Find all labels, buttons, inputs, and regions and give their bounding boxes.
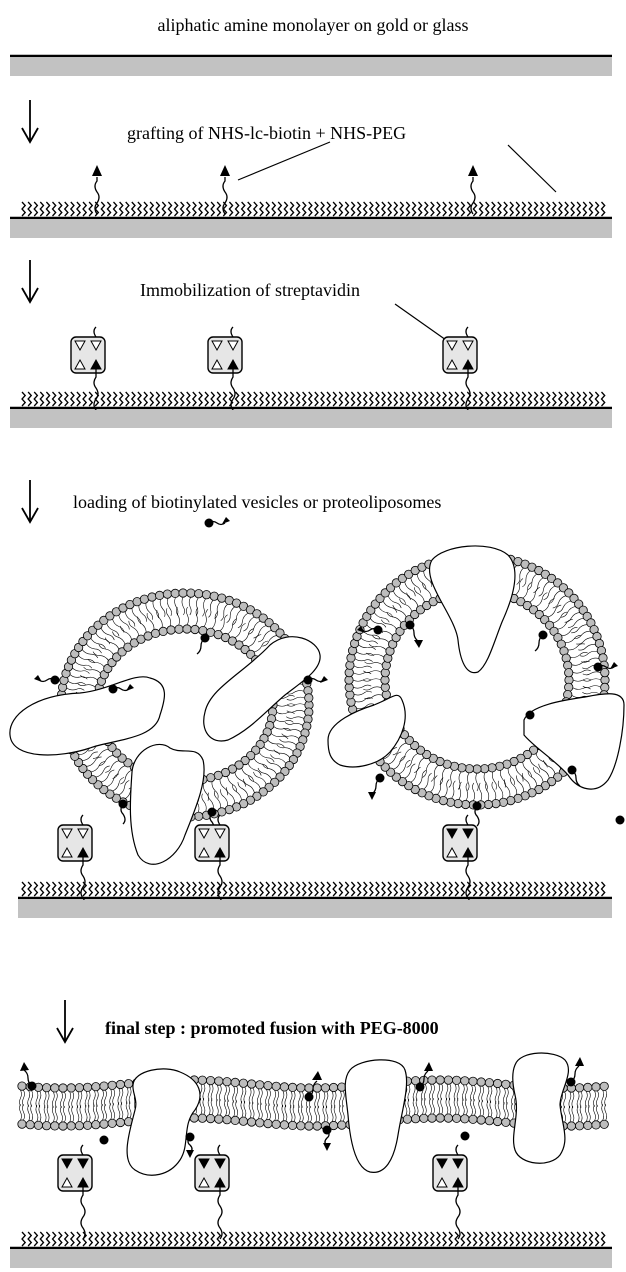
substrate [10, 1250, 612, 1268]
streptavidin-icon [195, 1145, 229, 1239]
step-3-caption: Immobilization of streptavidin [140, 280, 360, 300]
biotin-linker [205, 517, 231, 528]
peg-monolayer [22, 202, 605, 216]
step-4-caption: loading of biotinylated vesicles or prot… [73, 492, 441, 512]
step-2: grafting of NHS-lc-biotin + NHS-PEG [10, 100, 612, 238]
down-arrow-icon [22, 480, 38, 522]
streptavidin-icon [443, 815, 477, 909]
streptavidin-icon [58, 1145, 92, 1239]
peg-monolayer [22, 1232, 605, 1246]
membrane-protein-icon [513, 1053, 569, 1163]
membrane-protein-icon [345, 1060, 406, 1173]
step-5: final step : promoted fusion with PEG-80… [10, 1000, 612, 1268]
pointer-line [238, 142, 330, 180]
biotin-linker [368, 774, 385, 801]
substrate [10, 220, 612, 238]
biotin-linker [406, 621, 424, 649]
membrane-protein-icon [430, 546, 515, 673]
membrane-protein-icon [130, 744, 204, 864]
biotin-linker [535, 631, 548, 652]
peg-monolayer [22, 882, 605, 896]
biotin-linker [34, 675, 60, 685]
step-1: aliphatic amine monolayer on gold or gla… [10, 15, 612, 76]
streptavidin-icon [433, 1145, 467, 1239]
step-3: Immobilization of streptavidin [10, 260, 612, 428]
biotin-linker [616, 816, 625, 825]
biotin-linker [473, 802, 482, 827]
step-5-caption: final step : promoted fusion with PEG-80… [105, 1018, 439, 1038]
membrane-protein-icon [127, 1069, 200, 1175]
biotin-icon [468, 165, 478, 176]
membrane-protein-icon [10, 677, 165, 755]
biotin-linker [197, 634, 210, 655]
biotin-linker [304, 676, 329, 685]
pointer-line [508, 145, 556, 192]
substrate [10, 410, 612, 428]
substrate [10, 58, 612, 76]
biotin-linker [567, 1057, 585, 1087]
peg-monolayer [22, 392, 605, 406]
biotin-linker [526, 711, 535, 720]
biotin-linker [186, 1133, 195, 1159]
biotin-icon [220, 165, 230, 176]
biotin-linker [461, 1132, 470, 1141]
biotin-linker [323, 1126, 332, 1152]
biotin-linker [100, 1136, 109, 1145]
streptavidin-icon [58, 815, 92, 909]
step-2-caption: grafting of NHS-lc-biotin + NHS-PEG [127, 123, 406, 143]
biotin-linker [119, 800, 128, 825]
down-arrow-icon [57, 1000, 73, 1042]
down-arrow-icon [22, 100, 38, 142]
substrate [18, 900, 612, 918]
biotin-icon [92, 165, 102, 176]
down-arrow-icon [22, 260, 38, 302]
step-4: loading of biotinylated vesicles or prot… [10, 480, 625, 918]
step-1-caption: aliphatic amine monolayer on gold or gla… [158, 15, 469, 35]
